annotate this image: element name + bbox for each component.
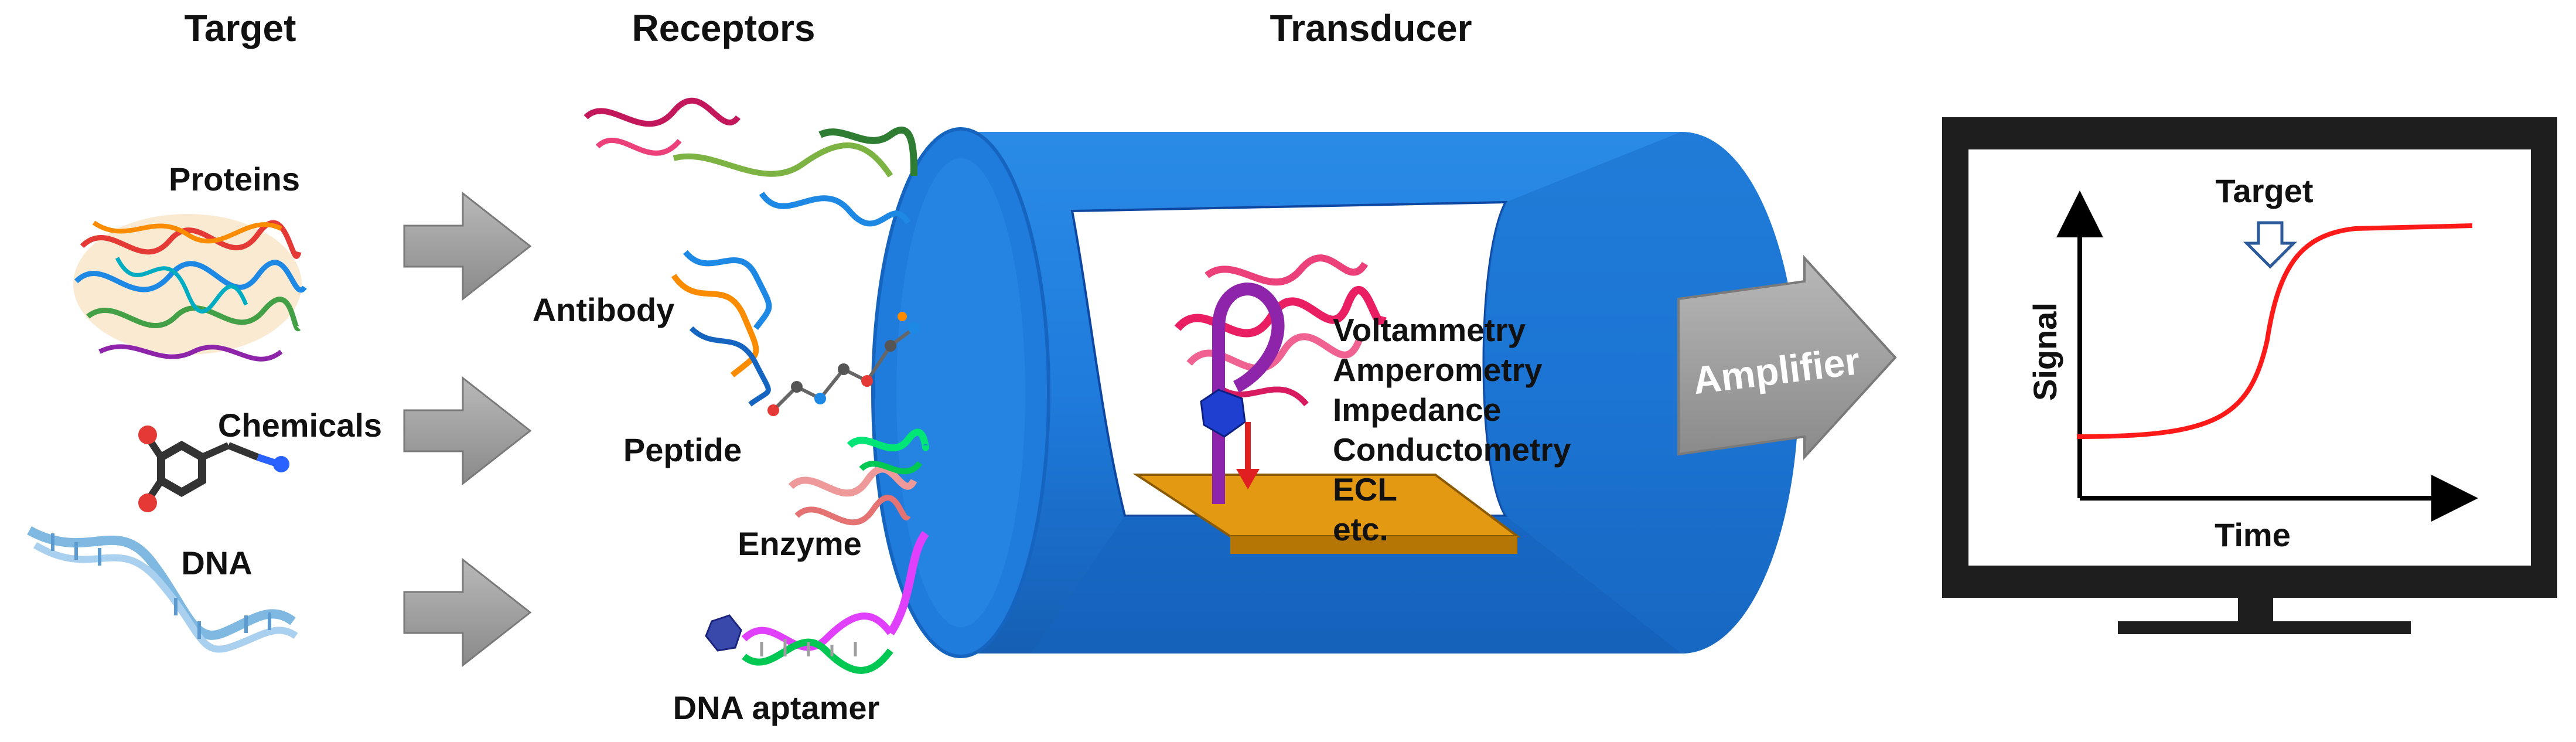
header-target: Target [185, 7, 296, 49]
antibody-structure-icon [584, 97, 917, 407]
target-arrow-3 [403, 557, 532, 668]
transduction-methods: Voltammetry Amperometry Impedance Conduc… [1333, 312, 1571, 547]
peptide-chain-icon [767, 312, 920, 416]
dna-strand-icon [27, 526, 298, 653]
monitor-target-label: Target [2216, 172, 2314, 209]
chemical-molecule-icon [138, 426, 289, 512]
electrode-plate-edge [1230, 536, 1517, 554]
transducer-cylinder [871, 127, 1799, 658]
method-amperometry: Amperometry [1333, 352, 1543, 388]
monitor-neck [2238, 598, 2273, 624]
monitor-x-label: Time [2215, 516, 2291, 553]
monitor-y-label: Signal [2026, 302, 2063, 401]
monitor-stand [2118, 621, 2411, 634]
method-etc: etc. [1333, 511, 1388, 547]
signal-curve [2076, 223, 2473, 439]
header-transducer: Transducer [1270, 7, 1472, 49]
output-monitor: Target Signal Time [1942, 117, 2557, 634]
method-impedance: Impedance [1333, 392, 1501, 428]
receptor-antibody-label: Antibody [533, 291, 675, 328]
receptor-peptide-label: Peptide [623, 431, 742, 468]
target-indicator-arrow-icon [2243, 221, 2298, 269]
binding-arrowhead-icon [1236, 469, 1260, 489]
enzyme-structure-icon [788, 428, 929, 526]
header-receptors: Receptors [632, 7, 816, 49]
target-dna-label: DNA [181, 544, 252, 581]
aptamer-strand-icon [1212, 282, 1285, 504]
dna-aptamer-icon [705, 530, 929, 674]
analyte-hexagon-icon [1200, 389, 1246, 438]
target-chemicals-label: Chemicals [218, 407, 382, 444]
target-arrow-1 [403, 191, 532, 301]
amplifier-arrow: Amplifier [1677, 254, 1897, 461]
receptor-dna-aptamer-label: DNA aptamer [673, 689, 880, 726]
receptor-enzyme-label: Enzyme [738, 525, 862, 562]
target-proteins-label: Proteins [169, 161, 300, 198]
protein-structure-icon [73, 214, 307, 362]
method-voltammetry: Voltammetry [1333, 312, 1526, 348]
method-conductometry: Conductometry [1333, 431, 1571, 468]
target-arrow-2 [403, 376, 532, 486]
method-ecl: ECL [1333, 471, 1397, 508]
